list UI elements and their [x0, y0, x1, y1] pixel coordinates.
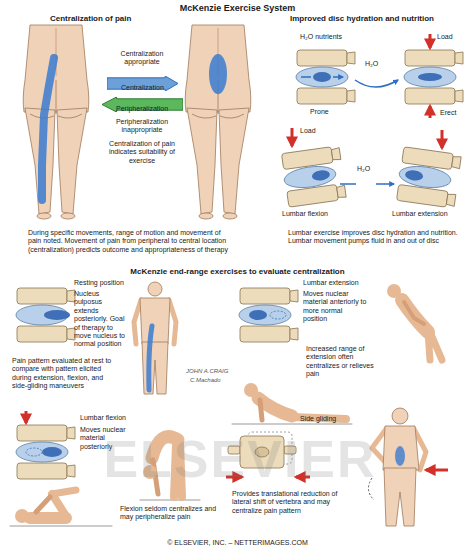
annotation: Erect [440, 109, 470, 117]
prone-disc [313, 72, 331, 82]
annotation: Lumbar flexion [282, 210, 357, 218]
load-arrow [25, 411, 28, 423]
erect-disc [404, 50, 463, 104]
knee-to-chest-figure [36, 497, 50, 512]
flexion-disc [16, 425, 75, 479]
peripheral-pain-figure [23, 25, 89, 219]
annotation: Lumbar extension [392, 210, 470, 218]
signature: C.Machado [190, 377, 250, 384]
arrow-label: Centralization [107, 81, 178, 95]
extension-disc [404, 169, 423, 181]
annotation: Moves nuclear material anteriorly to mor… [303, 290, 367, 324]
section-heading: Centralization of pain [50, 14, 180, 24]
annotation: Provides translational reduction of late… [232, 490, 352, 515]
side-gliding-figure [368, 408, 448, 526]
standing-figure [134, 282, 176, 394]
side-gliding-figure [426, 469, 448, 472]
prone-disc [296, 50, 355, 104]
section-heading: Improved disc hydration and nutrition [290, 14, 465, 24]
signature: JOHN A.CRAIG [186, 368, 246, 375]
annotation: H₂O [357, 165, 382, 173]
standing-figure [140, 298, 170, 344]
press-up-figure [232, 424, 352, 425]
load-arrow [429, 34, 432, 48]
extension-figure [404, 302, 424, 324]
watermark: ELSEVIER [30, 428, 450, 490]
peripheral-pain-figure [42, 58, 54, 200]
standing-figure [142, 342, 168, 394]
side-gliding-figure [384, 468, 416, 526]
knee-to-chest-figure [10, 526, 112, 527]
annotation: Peripheralization inappropriate [104, 118, 180, 135]
central-pain-figure [185, 25, 251, 219]
load-arrow [429, 106, 432, 118]
annotation: Lumbar extension [303, 279, 381, 287]
annotation: Prone [310, 108, 340, 116]
load-arrow [441, 130, 444, 148]
extension-disc [239, 288, 298, 342]
flexion-disc [311, 169, 330, 181]
extension-disc [249, 310, 267, 320]
press-up-figure [260, 400, 262, 420]
annotation: Pain pattern evaluated at rest to compar… [12, 357, 120, 391]
knee-to-chest-figure [10, 490, 112, 526]
flexion-disc [280, 146, 346, 208]
extension-disc [270, 311, 286, 319]
annotation: Centralization appropriate [104, 50, 180, 67]
side-gliding-figure [392, 408, 408, 424]
knee-to-chest-figure [52, 494, 66, 516]
resting-disc [16, 288, 75, 342]
flexion-disc [16, 425, 75, 479]
central-pain-figure [185, 25, 251, 219]
annotation: Resting position [74, 279, 134, 287]
resting-disc [44, 310, 70, 320]
central-pain-figure [209, 54, 227, 94]
fluid-arrow [340, 183, 394, 185]
arrow-band: Centralization [107, 76, 178, 91]
standing-figure [149, 326, 152, 390]
extension-disc [395, 147, 461, 209]
annotation: Increased range of extension often centr… [306, 345, 378, 379]
extension-figure [387, 284, 442, 360]
arrow-label: Peripheralization [102, 102, 182, 116]
annotation: Load [300, 127, 330, 135]
annotation: Lumbar exercise improves disc hydration … [288, 229, 466, 246]
section-heading: McKenzie end-range exercises to evaluate… [0, 267, 475, 277]
annotation: Flexion seldom centralizes and may perip… [120, 505, 222, 522]
standing-figure [148, 282, 162, 296]
flexion-disc [280, 146, 346, 208]
annotation: Lumbar flexion [80, 414, 142, 422]
annotation: H₂O nutrients [300, 33, 370, 41]
press-up-figure [244, 383, 258, 397]
erect-disc [404, 50, 463, 104]
forward-bend-figure [140, 500, 200, 501]
annotation: During specific movements, range of moti… [28, 229, 233, 254]
prone-disc [301, 76, 343, 78]
fluid-arrow [355, 80, 398, 87]
side-gliding-figure [395, 446, 405, 466]
peripheral-pain-figure [23, 25, 89, 219]
load-arrow [291, 128, 294, 146]
side-gliding-figure [383, 426, 419, 470]
resting-disc [16, 288, 75, 342]
annotation: H₂O [365, 60, 390, 68]
annotation: Nucleus pulposus extends posteriorly. Go… [74, 290, 128, 349]
annotation: Load [437, 33, 467, 41]
extension-figure [387, 284, 401, 298]
erect-disc [418, 73, 442, 81]
knee-to-chest-figure [52, 490, 76, 494]
flexion-disc [26, 448, 42, 456]
extension-disc [239, 288, 298, 342]
annotation: Side gliding [300, 415, 358, 423]
caption: © ELSEVIER, INC. – NETTERIMAGES.COM [0, 539, 475, 547]
extension-figure [402, 300, 428, 332]
knee-to-chest-figure [15, 509, 29, 523]
flexion-disc [42, 447, 62, 457]
prone-disc [296, 50, 355, 104]
annotation: Centralization of pain indicates suitabi… [104, 140, 180, 165]
arrow-band: Peripheralization [102, 97, 183, 112]
title: McKenzie Exercise System [0, 3, 475, 14]
extension-disc [395, 147, 461, 209]
